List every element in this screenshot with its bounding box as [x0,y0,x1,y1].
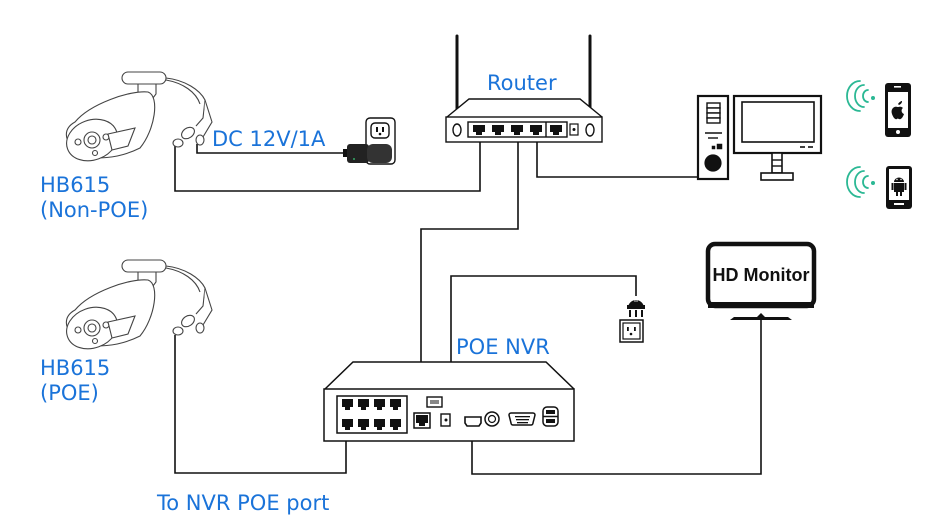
cable-camera2-to-nvr [174,335,347,474]
to-nvr-poe-port-label: To NVR POE port [156,491,329,515]
power-adapter-icon [343,117,396,165]
router-label: Router [487,71,557,95]
cables [174,140,762,475]
camera-poe-icon [65,259,213,350]
cable-nvr-hdmi-to-monitor [471,320,762,475]
cable-router-to-pc [536,140,697,178]
hd-monitor-icon [705,241,817,320]
camera-non-poe-model-label: HB615 [40,173,110,197]
camera-non-poe-type-label: (Non-POE) [40,198,148,222]
camera-non-poe-icon [65,71,213,162]
desktop-pc-icon [696,94,823,181]
camera-poe-type-label: (POE) [40,381,99,405]
poe-nvr-icon [323,361,575,442]
hd-monitor-label: HD Monitor [713,265,810,285]
android-wifi-icon [846,166,875,198]
router-icon [445,34,603,143]
poe-nvr-label: POE NVR [456,335,550,359]
cable-nvr-power [450,275,637,415]
cable-router-to-nvr [420,140,519,414]
nvr-wall-outlet-icon [619,319,644,343]
nvr-power-plug-icon [627,300,645,317]
iphone-icon [885,83,911,137]
cable-camera1-to-router [174,140,481,192]
android-icon [886,166,912,209]
cable-camera1-dc [196,144,345,154]
camera-poe-model-label: HB615 [40,356,110,380]
dc-power-label: DC 12V/1A [212,127,326,151]
iphone-wifi-icon [846,80,875,112]
